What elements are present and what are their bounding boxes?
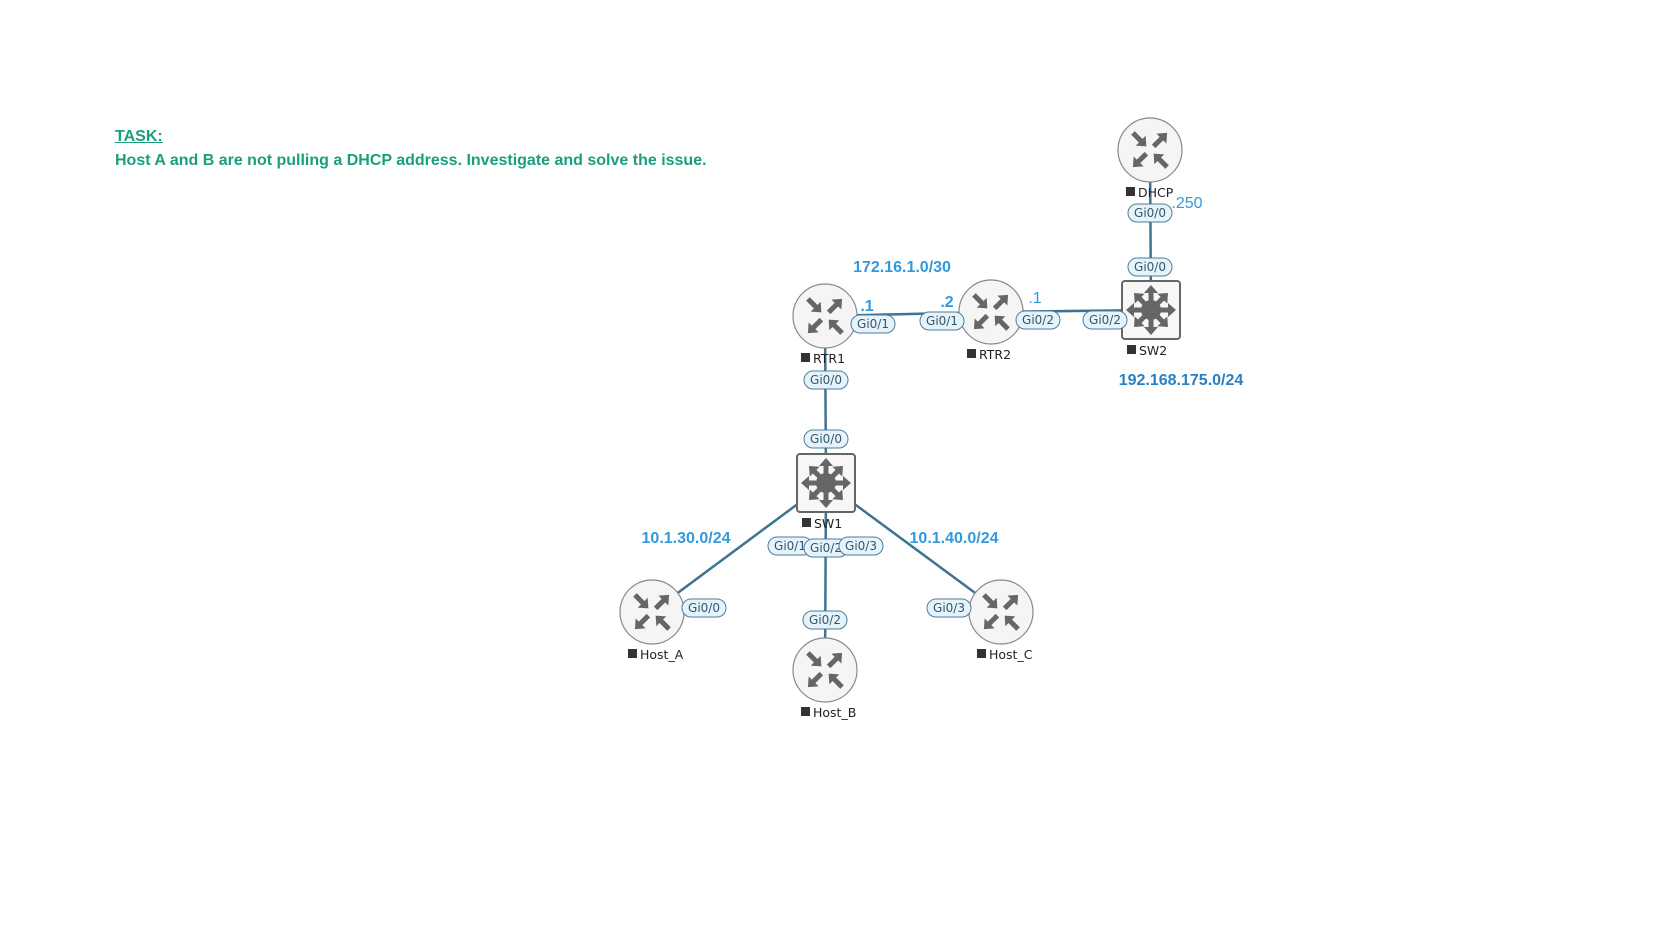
- interface-label-RTR2[interactable]: Gi0/2: [1015, 310, 1061, 330]
- interface-name: Gi0/3: [845, 539, 877, 553]
- status-square-icon: [1127, 345, 1136, 354]
- switch-arrows-icon: [1126, 285, 1176, 335]
- node-label: RTR2: [979, 347, 1011, 362]
- interface-name: Gi0/0: [810, 373, 842, 387]
- router-icon: [1117, 117, 1183, 183]
- interface-name: Gi0/1: [926, 314, 958, 328]
- node-label: Host_C: [989, 647, 1033, 662]
- interface-pill: [1127, 257, 1173, 277]
- status-square-icon: [802, 518, 811, 527]
- interface-name: Gi0/0: [1134, 260, 1166, 274]
- interface-label-SW2[interactable]: Gi0/2: [1082, 310, 1128, 330]
- subnet-label: 192.168.175.0/24: [1119, 372, 1244, 389]
- ip-host-label: .250: [1171, 195, 1202, 212]
- interface-label-RTR1[interactable]: Gi0/0: [803, 370, 849, 390]
- ip-host-label: .1: [860, 298, 873, 315]
- interface-pill: [1015, 310, 1061, 330]
- interface-pill: [926, 598, 972, 618]
- node-label: RTR1: [813, 351, 845, 366]
- router-arrows-icon: [806, 651, 844, 689]
- node-label: SW2: [1139, 343, 1167, 358]
- interface-label-SW2[interactable]: Gi0/0: [1127, 257, 1173, 277]
- interface-name: Gi0/1: [857, 317, 889, 331]
- interface-name: Gi0/1: [774, 539, 806, 553]
- interface-label-SW1[interactable]: Gi0/3: [838, 536, 884, 556]
- ip-host-label: .2: [940, 294, 953, 311]
- node-rtr1[interactable]: RTR1: [792, 283, 858, 366]
- node-sw1[interactable]: SW1: [796, 453, 856, 531]
- switch-arrows-icon: [801, 458, 851, 508]
- router-icon: [958, 279, 1024, 345]
- interface-label-RTR1[interactable]: Gi0/1: [850, 314, 896, 334]
- status-square-icon: [801, 707, 810, 716]
- task-box: TASK: Host A and B are not pulling a DHC…: [115, 125, 707, 173]
- status-square-icon: [967, 349, 976, 358]
- interface-label-SW1[interactable]: Gi0/2: [803, 538, 849, 558]
- node-host_c[interactable]: Host_C: [968, 579, 1034, 662]
- router-arrows-icon: [633, 593, 671, 631]
- subnet-label: 10.1.40.0/24: [910, 530, 999, 547]
- interface-name: Gi0/0: [810, 432, 842, 446]
- interface-name: Gi0/2: [809, 613, 841, 627]
- interface-pill: [681, 598, 727, 618]
- task-heading: TASK:: [115, 128, 163, 145]
- node-label: Host_B: [813, 705, 856, 720]
- interface-pill: [838, 536, 884, 556]
- node-host_a[interactable]: Host_A: [619, 579, 685, 662]
- interface-pill: [919, 311, 965, 331]
- interface-name: Gi0/3: [933, 601, 965, 615]
- status-square-icon: [801, 353, 810, 362]
- node-label: Host_A: [640, 647, 684, 662]
- status-square-icon: [977, 649, 986, 658]
- router-arrows-icon: [806, 297, 844, 335]
- interface-label-SW1[interactable]: Gi0/0: [803, 429, 849, 449]
- subnet-label: 10.1.30.0/24: [642, 530, 731, 547]
- node-host_b[interactable]: Host_B: [792, 637, 858, 720]
- interface-name: Gi0/0: [688, 601, 720, 615]
- interface-name: Gi0/2: [1022, 313, 1054, 327]
- interface-pill: [850, 314, 896, 334]
- interface-name: Gi0/2: [810, 541, 842, 555]
- interface-pill: [1082, 310, 1128, 330]
- router-icon: [968, 579, 1034, 645]
- status-square-icon: [628, 649, 637, 658]
- task-description: Host A and B are not pulling a DHCP addr…: [115, 152, 707, 169]
- router-icon: [792, 637, 858, 703]
- interface-pill: [803, 370, 849, 390]
- node-sw2[interactable]: SW2: [1121, 280, 1181, 358]
- node-label: DHCP: [1138, 185, 1174, 200]
- interface-pill: [1127, 203, 1173, 223]
- router-arrows-icon: [982, 593, 1020, 631]
- interface-label-Host_B[interactable]: Gi0/2: [802, 610, 848, 630]
- node-dhcp[interactable]: DHCP: [1117, 117, 1183, 200]
- node-label: SW1: [814, 516, 842, 531]
- interface-pill: [802, 610, 848, 630]
- router-icon: [619, 579, 685, 645]
- interface-name: Gi0/2: [1089, 313, 1121, 327]
- interface-label-Host_A[interactable]: Gi0/0: [681, 598, 727, 618]
- interface-label-RTR2[interactable]: Gi0/1: [919, 311, 965, 331]
- status-square-icon: [1126, 187, 1135, 196]
- interface-label-Host_C[interactable]: Gi0/3: [926, 598, 972, 618]
- interface-pill: [803, 429, 849, 449]
- interface-label-SW1[interactable]: Gi0/1: [767, 536, 813, 556]
- router-arrows-icon: [972, 293, 1010, 331]
- interface-label-DHCP[interactable]: Gi0/0: [1127, 203, 1173, 223]
- node-rtr2[interactable]: RTR2: [958, 279, 1024, 362]
- router-arrows-icon: [1131, 131, 1169, 169]
- subnet-label: 172.16.1.0/30: [853, 259, 951, 276]
- ip-host-label: .1: [1028, 290, 1041, 307]
- interface-name: Gi0/0: [1134, 206, 1166, 220]
- router-icon: [792, 283, 858, 349]
